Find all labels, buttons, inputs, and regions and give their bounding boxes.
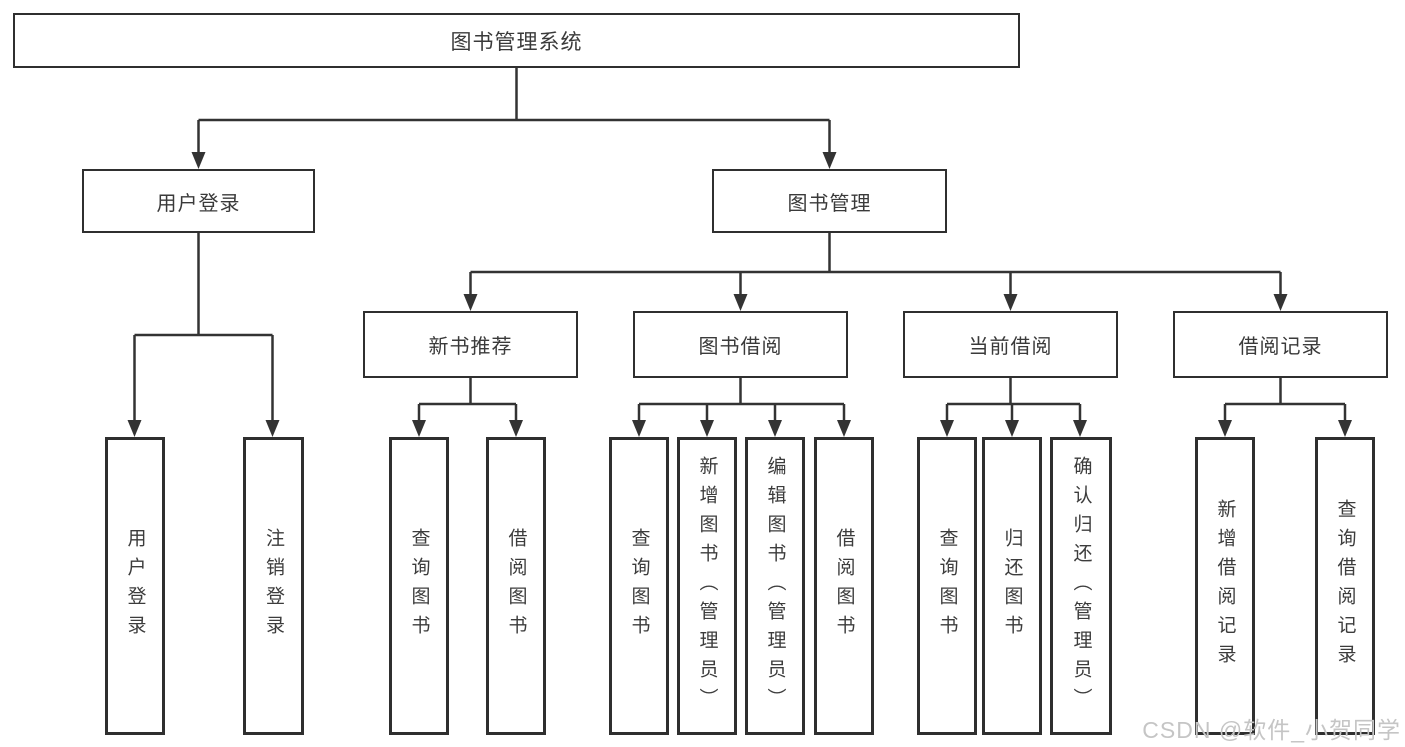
node-book-management: 图书管理 [712,169,947,233]
arrowhead [1005,420,1019,437]
arrowhead [700,420,714,437]
leaf-label: 查询借阅记录 [1334,499,1356,673]
leaf-query-books: 查询图书 [609,437,669,735]
leaf-confirm-return-admin: 确认归还（管理员） [1050,437,1112,735]
node-root-system: 图书管理系统 [13,13,1020,68]
leaf-query-books-recommend: 查询图书 [389,437,449,735]
node-user-login: 用户登录 [82,169,315,233]
node-new-book-recommend: 新书推荐 [363,311,578,378]
leaf-label: 注销登录 [263,528,284,644]
arrowhead [1218,420,1232,437]
arrowhead [837,420,851,437]
arrowhead [509,420,523,437]
arrowhead [940,420,954,437]
arrowhead [1338,420,1352,437]
connector-book-mgmt-to-level3 [469,233,1282,295]
leaf-add-borrow-record: 新增借阅记录 [1195,437,1255,735]
leaf-label: 新增借阅记录 [1214,499,1236,673]
arrowhead [733,294,748,311]
arrowhead [412,420,426,437]
connector-borrow-record-to-leaves [1223,378,1347,421]
leaf-label: 归还图书 [1001,528,1023,644]
arrowhead [632,420,646,437]
leaf-label: 查询图书 [936,528,958,644]
leaf-label: 编辑图书（管理员） [764,455,786,717]
arrowhead [1273,294,1288,311]
leaf-return-books: 归还图书 [982,437,1042,735]
leaf-logout: 注销登录 [243,437,304,735]
leaf-label: 查询图书 [408,528,430,644]
connector-root-to-level2 [197,68,831,153]
arrowhead [127,420,142,437]
connector-current-borrow-to-leaves [945,378,1082,421]
leaf-borrow-books-recommend: 借阅图书 [486,437,546,735]
arrowhead [265,420,280,437]
node-borrow-record: 借阅记录 [1173,311,1388,378]
arrowhead [822,152,837,169]
leaf-borrow-books: 借阅图书 [814,437,874,735]
connector-user-login-to-leaves [133,233,274,421]
connector-book-borrow-to-leaves [637,378,846,421]
arrowhead [463,294,478,311]
leaf-label: 借阅图书 [505,528,527,644]
leaf-label: 借阅图书 [833,528,855,644]
leaf-label: 查询图书 [628,528,650,644]
leaf-add-books-admin: 新增图书（管理员） [677,437,737,735]
node-book-borrow: 图书借阅 [633,311,848,378]
arrowhead [768,420,782,437]
arrowhead [191,152,206,169]
leaf-query-borrow-record: 查询借阅记录 [1315,437,1375,735]
leaf-label: 确认归还（管理员） [1070,455,1092,717]
arrowhead [1003,294,1018,311]
leaf-query-books-current: 查询图书 [917,437,977,735]
leaf-edit-books-admin: 编辑图书（管理员） [745,437,805,735]
leaf-label: 新增图书（管理员） [696,455,718,717]
leaf-label: 用户登录 [124,528,146,644]
node-current-borrow: 当前借阅 [903,311,1118,378]
connector-new-book-to-leaves [417,378,518,421]
leaf-user-login: 用户登录 [105,437,165,735]
arrowhead [1073,420,1087,437]
